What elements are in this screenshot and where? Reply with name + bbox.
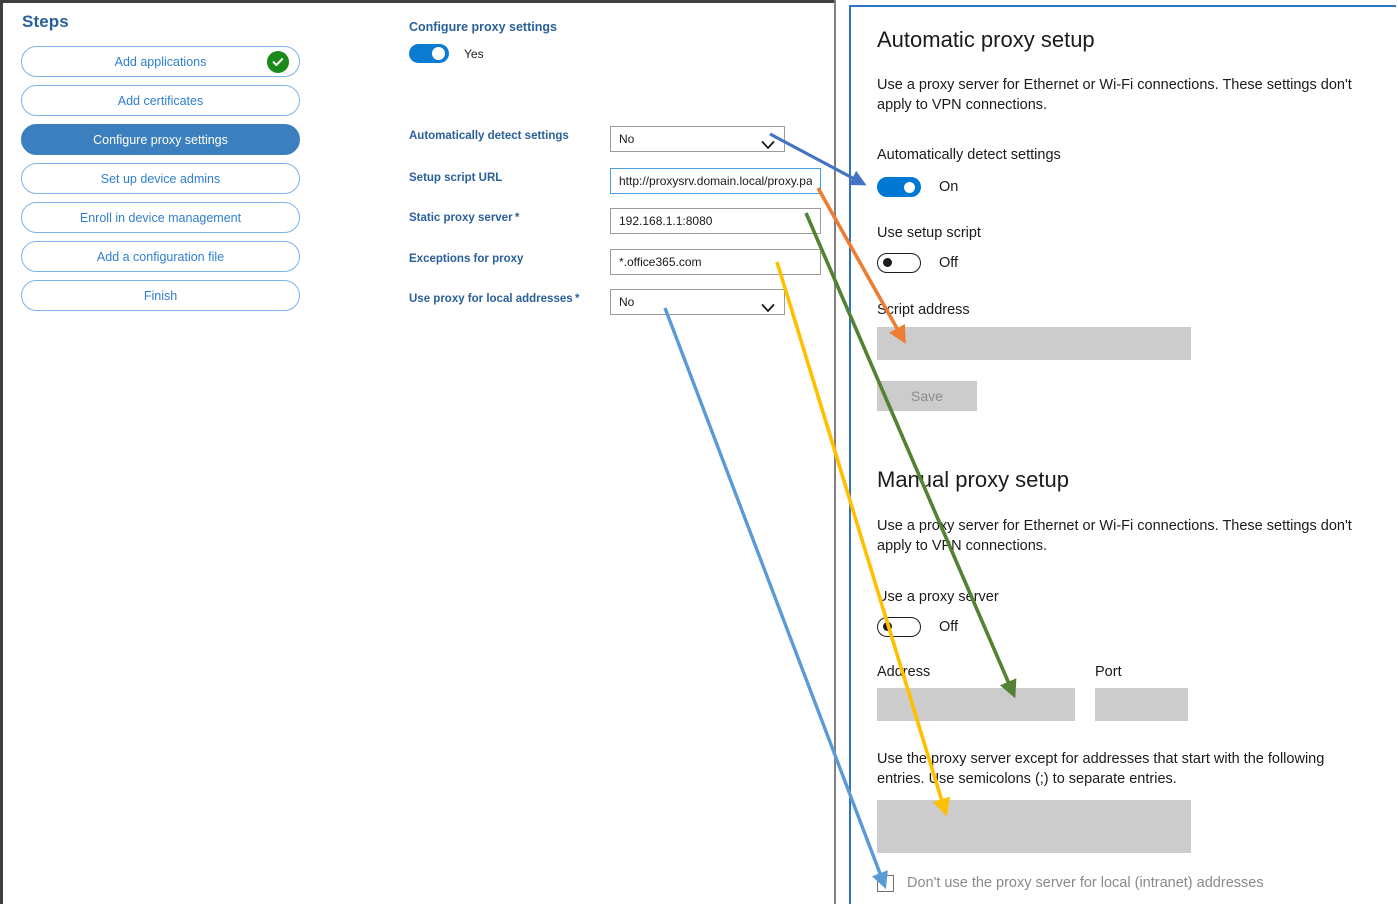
step-item-set-up-device-admins[interactable]: Set up device admins xyxy=(21,163,300,194)
select-value: No xyxy=(619,132,635,146)
exceptions-for-proxy-input[interactable] xyxy=(610,249,821,275)
setup-script-url-input[interactable] xyxy=(610,168,821,194)
step-label: Finish xyxy=(143,288,178,303)
use-setup-script-label: Use setup script xyxy=(877,224,981,241)
step-label: Add applications xyxy=(114,54,207,69)
port-input[interactable] xyxy=(1095,688,1188,722)
automatically-detect-settings-toggle-row: On xyxy=(877,176,1377,197)
configure-proxy-toggle-row: Yes xyxy=(409,44,484,63)
window-left-border xyxy=(0,0,3,904)
step-label: Enroll in device management xyxy=(79,210,242,225)
step-item-add-applications[interactable]: Add applications xyxy=(21,46,300,77)
configure-proxy-toggle-value: Yes xyxy=(464,46,484,61)
manual-proxy-setup-heading: Manual proxy setup xyxy=(877,466,1069,492)
automatically-detect-settings-state: On xyxy=(939,178,959,195)
panel-divider xyxy=(834,0,836,904)
toggle-knob xyxy=(904,181,915,193)
select-value: No xyxy=(619,295,635,309)
automatically-detect-settings-toggle[interactable] xyxy=(877,176,921,197)
bypass-local-label: Don't use the proxy server for local (in… xyxy=(907,875,1264,892)
field-setup-script-url: Setup script URL xyxy=(409,168,821,194)
steps-list: Add applications Add certificates Config… xyxy=(21,46,300,319)
script-address-input[interactable] xyxy=(877,326,1191,360)
automatically-detect-settings-label: Automatically detect settings xyxy=(877,146,1061,163)
field-automatically-detect-settings: Automatically detect settings No xyxy=(409,126,821,152)
proxy-form-panel: Configure proxy settings Yes Automatical… xyxy=(400,0,830,904)
check-circle-icon xyxy=(267,50,289,73)
field-exceptions-for-proxy: Exceptions for proxy xyxy=(409,249,821,275)
automatic-proxy-setup-heading: Automatic proxy setup xyxy=(877,27,1095,52)
step-item-finish[interactable]: Finish xyxy=(21,280,300,311)
windows-proxy-settings-panel: Automatic proxy setup Use a proxy server… xyxy=(849,5,1396,904)
field-use-proxy-for-local-addresses: Use proxy for local addresses * No xyxy=(409,289,821,315)
address-group: Address xyxy=(877,664,1095,722)
steps-title: Steps xyxy=(22,12,69,31)
address-label: Address xyxy=(877,664,931,681)
use-a-proxy-server-state: Off xyxy=(939,619,959,636)
automatically-detect-settings-select[interactable]: No xyxy=(610,126,785,152)
required-marker: * xyxy=(572,293,580,305)
step-item-configure-proxy-settings[interactable]: Configure proxy settings xyxy=(21,124,300,155)
chevron-down-icon xyxy=(761,297,775,321)
field-static-proxy-server: Static proxy server * xyxy=(409,208,821,234)
bypass-local-row: Don't use the proxy server for local (in… xyxy=(877,874,1377,892)
use-setup-script-toggle[interactable] xyxy=(877,252,921,273)
field-label: Setup script URL xyxy=(409,172,503,184)
chevron-down-icon xyxy=(761,134,775,158)
static-proxy-server-input[interactable] xyxy=(610,208,821,234)
address-input[interactable] xyxy=(877,688,1075,722)
toggle-knob xyxy=(432,47,445,60)
exceptions-input[interactable] xyxy=(877,799,1191,853)
use-setup-script-toggle-row: Off xyxy=(877,252,1377,273)
step-label: Add certificates xyxy=(117,93,204,108)
field-label: Automatically detect settings xyxy=(409,130,569,142)
save-button[interactable]: Save xyxy=(877,380,977,411)
port-label: Port xyxy=(1095,664,1122,681)
port-group: Port xyxy=(1095,664,1215,722)
use-a-proxy-server-toggle-row: Off xyxy=(877,617,1377,638)
use-a-proxy-server-toggle[interactable] xyxy=(877,617,921,638)
toggle-knob xyxy=(883,257,892,267)
step-label: Configure proxy settings xyxy=(93,132,228,147)
windows-settings-content: Automatic proxy setup Use a proxy server… xyxy=(877,7,1377,892)
use-proxy-for-local-addresses-select[interactable]: No xyxy=(610,289,785,315)
step-item-add-certificates[interactable]: Add certificates xyxy=(21,85,300,116)
required-marker: * xyxy=(512,212,520,224)
use-setup-script-state: Off xyxy=(939,254,959,271)
form-heading: Configure proxy settings xyxy=(409,20,557,34)
field-label: Static proxy server * xyxy=(409,212,520,224)
field-label: Exceptions for proxy xyxy=(409,253,524,265)
step-label: Add a configuration file xyxy=(96,249,225,264)
field-label: Use proxy for local addresses * xyxy=(409,293,580,305)
bypass-local-checkbox[interactable] xyxy=(877,874,894,892)
automatic-proxy-description: Use a proxy server for Ethernet or Wi-Fi… xyxy=(877,77,1352,114)
step-item-enroll-in-device-management[interactable]: Enroll in device management xyxy=(21,202,300,233)
toggle-knob xyxy=(883,622,892,632)
configure-proxy-toggle[interactable] xyxy=(409,44,449,63)
use-a-proxy-server-label: Use a proxy server xyxy=(877,589,999,606)
script-address-label: Script address xyxy=(877,301,970,318)
address-port-row: Address Port xyxy=(877,664,1377,722)
step-item-add-a-configuration-file[interactable]: Add a configuration file xyxy=(21,241,300,272)
step-label: Set up device admins xyxy=(100,171,221,186)
manual-proxy-description: Use a proxy server for Ethernet or Wi-Fi… xyxy=(877,517,1352,554)
window-top-border xyxy=(0,0,836,3)
exceptions-description: Use the proxy server except for addresse… xyxy=(877,751,1325,788)
